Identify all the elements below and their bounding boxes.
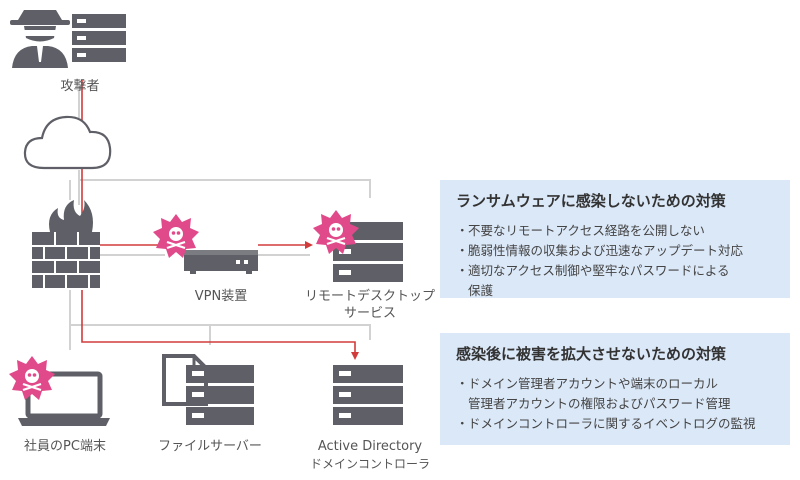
- mitigation-list: ・ドメイン管理者アカウントや端末のローカル管理者アカウントの権限およびパスワード…: [456, 374, 776, 434]
- prevention-list: ・不要なリモートアクセス経路を公開しない ・脆弱性情報の収集および迅速なアップデ…: [456, 221, 776, 301]
- fire-icon: [49, 200, 93, 232]
- arrowhead-rdp: [305, 241, 313, 249]
- ad-server-icon: [333, 365, 403, 425]
- pc-label: 社員のPC端末: [24, 439, 106, 454]
- ad-label-line1: Active Directory: [317, 439, 423, 454]
- firewall-icon: [32, 232, 100, 288]
- mitigation-box: 感染後に被害を拡大させないための対策 ・ドメイン管理者アカウントや端末のローカル…: [440, 333, 790, 445]
- mitigation-title: 感染後に被害を拡大させないための対策: [456, 345, 727, 363]
- virus-icon: [313, 210, 359, 254]
- rdp-label-line2: サービス: [343, 306, 396, 321]
- attacker-server-icon: [72, 14, 126, 62]
- attacker-label: 攻撃者: [60, 79, 100, 94]
- arrowhead-ad: [351, 352, 359, 360]
- ad-label-line2: ドメインコントローラ: [309, 457, 430, 471]
- network-lines: [69, 92, 371, 350]
- fileserver-label: ファイルサーバー: [158, 439, 262, 454]
- rdp-label-line1: リモートデスクトップ: [304, 289, 435, 304]
- prevention-box: ランサムウェアに感染しないための対策 ・不要なリモートアクセス経路を公開しない …: [440, 180, 790, 298]
- prevention-item: ・適切なアクセス制御や堅牢なパスワードによる保護: [456, 263, 730, 298]
- fileserver-server-icon: [186, 365, 254, 425]
- vpn-device-icon: [184, 250, 258, 274]
- mitigation-item: ・ドメイン管理者アカウントや端末のローカル管理者アカウントの権限およびパスワード…: [456, 376, 731, 411]
- mitigation-item: ・ドメインコントローラに関するイベントログの監視: [456, 416, 756, 431]
- prevention-item: ・不要なリモートアクセス経路を公開しない: [456, 223, 705, 238]
- cloud-icon: [23, 115, 112, 170]
- prevention-item: ・脆弱性情報の収集および迅速なアップデート対応: [456, 243, 744, 258]
- virus-icon: [9, 356, 55, 400]
- prevention-title: ランサムウェアに感染しないための対策: [456, 192, 726, 210]
- vpn-label: VPN装置: [194, 289, 248, 304]
- virus-icon: [153, 214, 199, 258]
- attacker-icon: [10, 10, 70, 68]
